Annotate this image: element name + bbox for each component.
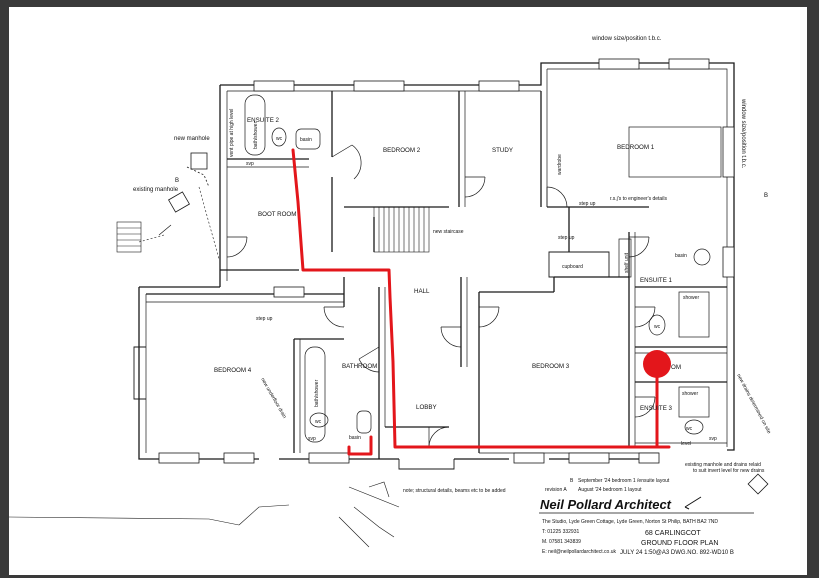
note-new-manhole: new manhole <box>174 136 210 142</box>
ensuite3-drain-line <box>655 365 671 449</box>
room-study: STUDY <box>492 147 513 154</box>
mobile-number: M. 07581 343839 <box>542 539 581 545</box>
new-manhole-symbol <box>190 152 208 170</box>
note-existing-manhole: existing manhole <box>133 187 179 193</box>
phone-number: T: 01225 332931 <box>542 529 579 535</box>
wc-ensuite3 <box>684 419 704 435</box>
label-wc-ensuite1: wc <box>654 324 661 330</box>
note-svp-ensuite2: svp <box>246 161 254 167</box>
note-rsj: r.s.j's to engineer's details <box>610 196 667 202</box>
doors <box>158 144 656 448</box>
revision-a-text: August '24 bedroom 1 layout <box>578 487 642 493</box>
room-bathroom: BATHROOM <box>342 363 377 370</box>
basin-ensuite1 <box>693 248 711 266</box>
project-name: 68 CARLINGCOT <box>645 530 701 537</box>
fixtures <box>244 94 722 443</box>
label-basin-bathroom: basin <box>349 435 361 441</box>
drain-route-line <box>291 148 660 449</box>
revision-a-code: revision A <box>545 487 567 493</box>
existing-manhole-right-symbol <box>747 473 769 495</box>
staircase <box>373 206 430 253</box>
floor-plan: window size/position t.b.c. window size/… <box>9 36 772 556</box>
note-step-up-b: step up <box>558 235 575 241</box>
room-bedroom4: BEDROOM 4 <box>214 367 252 374</box>
label-wc-ensuite3: wc <box>686 426 693 432</box>
label-svp-bathroom: svp <box>308 436 316 442</box>
note-step-up-a: step up <box>579 201 596 207</box>
note-structural: note; structural details, beams etc to b… <box>403 488 506 494</box>
room-bootroom: BOOT ROOM <box>258 211 296 218</box>
label-svp-ensuite3: svp <box>709 436 717 442</box>
label-wardrobe: wardrobe <box>557 154 563 175</box>
room-bedroom3: BEDROOM 3 <box>532 363 570 370</box>
bathroom-drain-line <box>347 435 373 456</box>
room-ensuite2: ENSUITE 2 <box>247 117 280 124</box>
label-bathshower-bathroom: bath/shower <box>314 379 320 407</box>
room-fragment: OM <box>671 364 681 371</box>
section-b-right: B <box>764 193 768 199</box>
studio-address: The Studio, Lyde Green Cottage, Lyde Gre… <box>542 519 718 525</box>
section-b-left: B <box>175 178 179 184</box>
note-window-right: window size/position t.b.c. <box>740 98 746 169</box>
revision-b-text: September '24 bedroom 1 /ensuite layout <box>578 478 670 484</box>
label-shower-ensuite3: shower <box>682 391 698 397</box>
bath-ensuite2 <box>244 94 266 156</box>
label-wc-ensuite2: wc <box>276 136 283 142</box>
note-vent-pipe: vent pipe at high level <box>229 109 235 157</box>
note-existing-manhole-1: existing manhole and drains relaid <box>685 462 761 468</box>
note-step-up-c: step up <box>256 316 273 322</box>
wc-ensuite2 <box>271 127 287 147</box>
room-bedroom2: BEDROOM 2 <box>383 147 421 154</box>
drawing-info: JULY 24 1:50@A3 DWG.NO. 892-WD10 B <box>620 550 734 556</box>
email-address: E: neil@neilpollardarchitect.co.uk <box>542 549 617 555</box>
label-basin-ensuite2: basin <box>300 137 312 143</box>
bed-bedroom1 <box>628 126 722 178</box>
red-markup <box>291 148 671 456</box>
manholes <box>168 152 769 495</box>
revision-b-code: B <box>570 478 574 484</box>
note-underfloor-drain: new underfloor drain <box>259 377 287 420</box>
note-new-staircase: new staircase <box>433 229 464 235</box>
room-lobby: LOBBY <box>416 404 437 411</box>
outdoor-steps <box>116 186 220 260</box>
label-cupboard: cupboard <box>562 264 583 270</box>
label-shelf-unit: shelf unit <box>624 252 630 273</box>
red-marker-dot <box>643 350 671 378</box>
note-level: level <box>681 441 691 447</box>
label-bathshower-ensuite2: bath/shower <box>253 121 259 149</box>
room-hall: HALL <box>414 288 430 295</box>
room-bedroom1: BEDROOM 1 <box>617 144 655 151</box>
shower-ensuite3 <box>678 386 710 418</box>
label-basin-ensuite1: basin <box>675 253 687 259</box>
note-existing-manhole-2: to suit invert level for new drains <box>693 468 765 474</box>
room-ensuite1: ENSUITE 1 <box>640 277 673 284</box>
wc-bathroom <box>309 412 329 428</box>
label-wc-bathroom: wc <box>315 419 322 425</box>
wc-ensuite1 <box>648 314 666 336</box>
basin-bathroom <box>356 410 372 434</box>
note-drains: new drains determined on site <box>735 373 772 435</box>
bath-bathroom <box>304 346 326 443</box>
pen-icon <box>684 496 702 510</box>
room-ensuite3: ENSUITE 3 <box>640 405 673 412</box>
existing-manhole-symbol <box>168 191 190 213</box>
shelf-unit <box>618 238 632 278</box>
windows <box>158 58 735 464</box>
title-block: Neil Pollard Architect The Studio, Lyde … <box>539 496 754 556</box>
shower-ensuite1 <box>678 291 710 338</box>
brand-name: Neil Pollard Architect <box>540 497 672 512</box>
label-shower-ensuite1: shower <box>683 295 699 301</box>
drawing-sheet: window size/position t.b.c. window size/… <box>9 7 807 575</box>
basin-ensuite2 <box>295 128 321 150</box>
drawing-title: GROUND FLOOR PLAN <box>641 540 718 547</box>
note-window-top: window size/position t.b.c. <box>591 36 662 42</box>
exterior-ground <box>9 481 400 548</box>
